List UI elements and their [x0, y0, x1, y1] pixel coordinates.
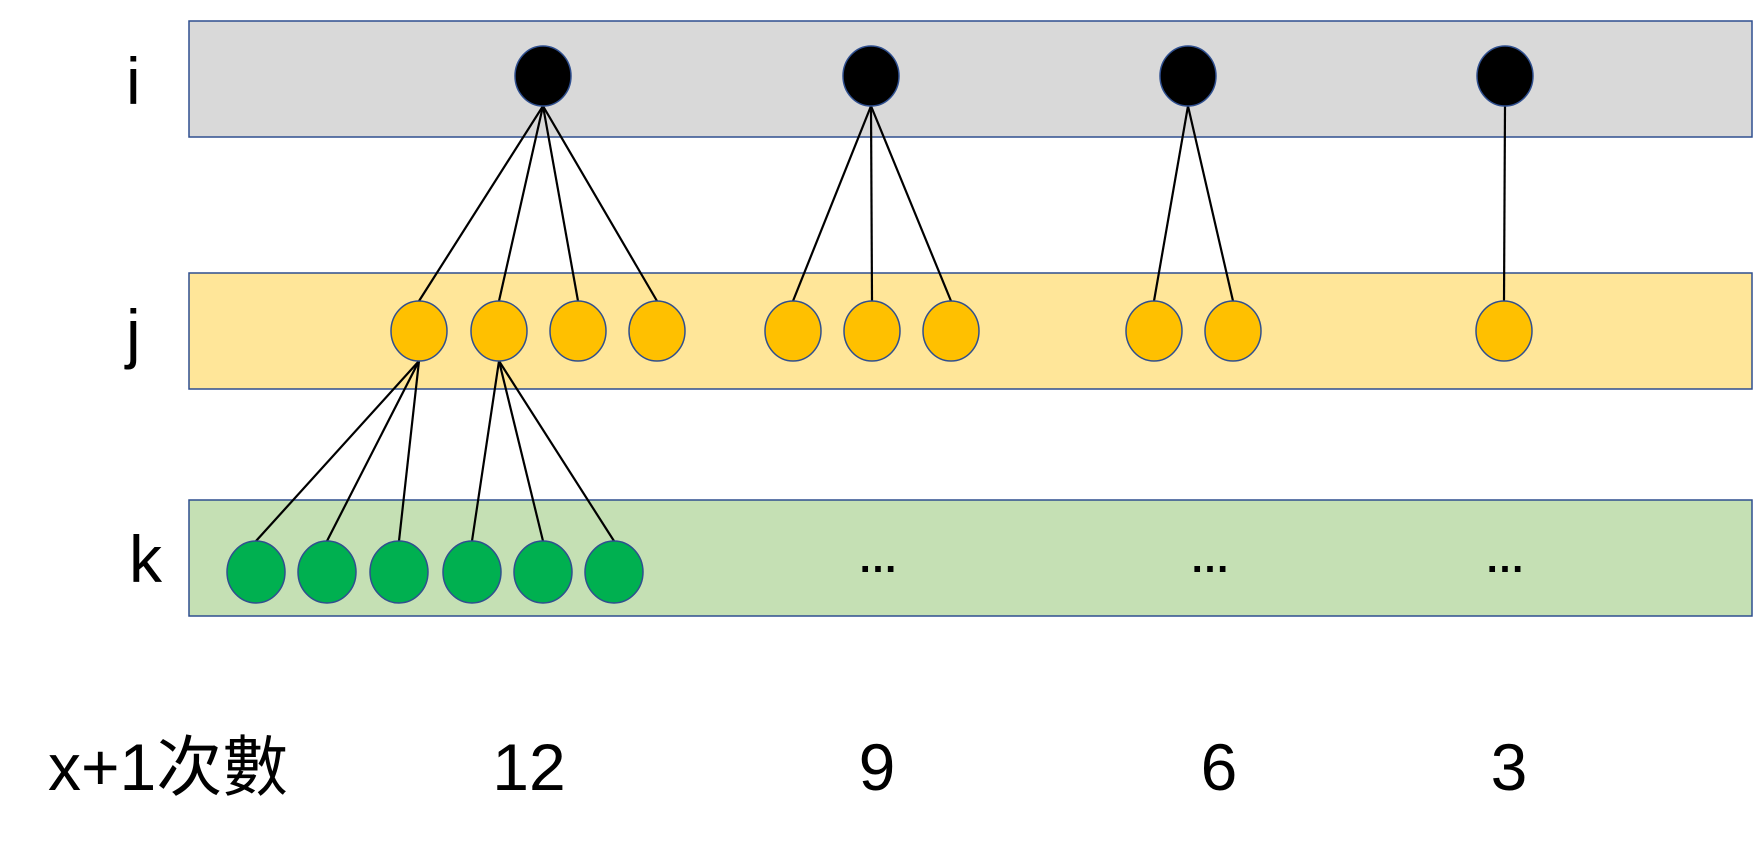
- row-label-k: k: [129, 522, 163, 596]
- edge-j2-k2: [497, 360, 545, 542]
- edge-i1-j1: [418, 105, 544, 302]
- edge-i1-j4: [542, 105, 658, 302]
- row-label-j: j: [124, 296, 141, 370]
- count-col4: 3: [1491, 730, 1528, 804]
- count-col2: 9: [859, 730, 896, 804]
- nodes-group: [226, 45, 1534, 604]
- edges-group: [255, 105, 1507, 542]
- edge-i3-j1: [1152, 105, 1190, 302]
- k-node: [297, 540, 357, 604]
- edge-i2-j2: [869, 105, 874, 302]
- edge-i1-j2: [497, 105, 545, 302]
- edge-i3-j2: [1186, 105, 1235, 302]
- edge-j2-k1: [470, 360, 501, 542]
- j-node: [843, 300, 901, 362]
- k-node: [442, 540, 502, 604]
- j-node: [549, 300, 607, 362]
- edge-i2-j3: [869, 105, 953, 302]
- edge-j2-k3: [498, 360, 615, 542]
- edge-j1-k2: [326, 360, 420, 542]
- i-node: [1159, 45, 1217, 107]
- edge-i1-j3: [541, 105, 580, 302]
- k-node: [513, 540, 573, 604]
- edge-j1-k3: [397, 360, 421, 542]
- j-node: [470, 300, 528, 362]
- ellipsis-k-col4: …: [1485, 537, 1525, 581]
- edge-i2-j1: [791, 105, 873, 302]
- count-col3: 6: [1201, 730, 1238, 804]
- ellipsis-k-col2: …: [858, 537, 898, 581]
- edge-j1-k1: [255, 360, 420, 542]
- j-node: [1204, 300, 1262, 362]
- j-node: [628, 300, 686, 362]
- edge-i4-j1: [1502, 105, 1507, 302]
- j-node: [1475, 300, 1533, 362]
- i-node: [842, 45, 900, 107]
- j-node: [390, 300, 448, 362]
- k-node: [584, 540, 644, 604]
- footer-label: x+1次數: [48, 730, 288, 804]
- k-node: [226, 540, 286, 604]
- count-col1: 12: [492, 730, 565, 804]
- j-node: [1125, 300, 1183, 362]
- j-node: [922, 300, 980, 362]
- k-node: [369, 540, 429, 604]
- row-label-i: i: [126, 44, 141, 118]
- j-node: [764, 300, 822, 362]
- i-node: [1476, 45, 1534, 107]
- ellipsis-k-col3: …: [1190, 537, 1230, 581]
- i-node: [514, 45, 572, 107]
